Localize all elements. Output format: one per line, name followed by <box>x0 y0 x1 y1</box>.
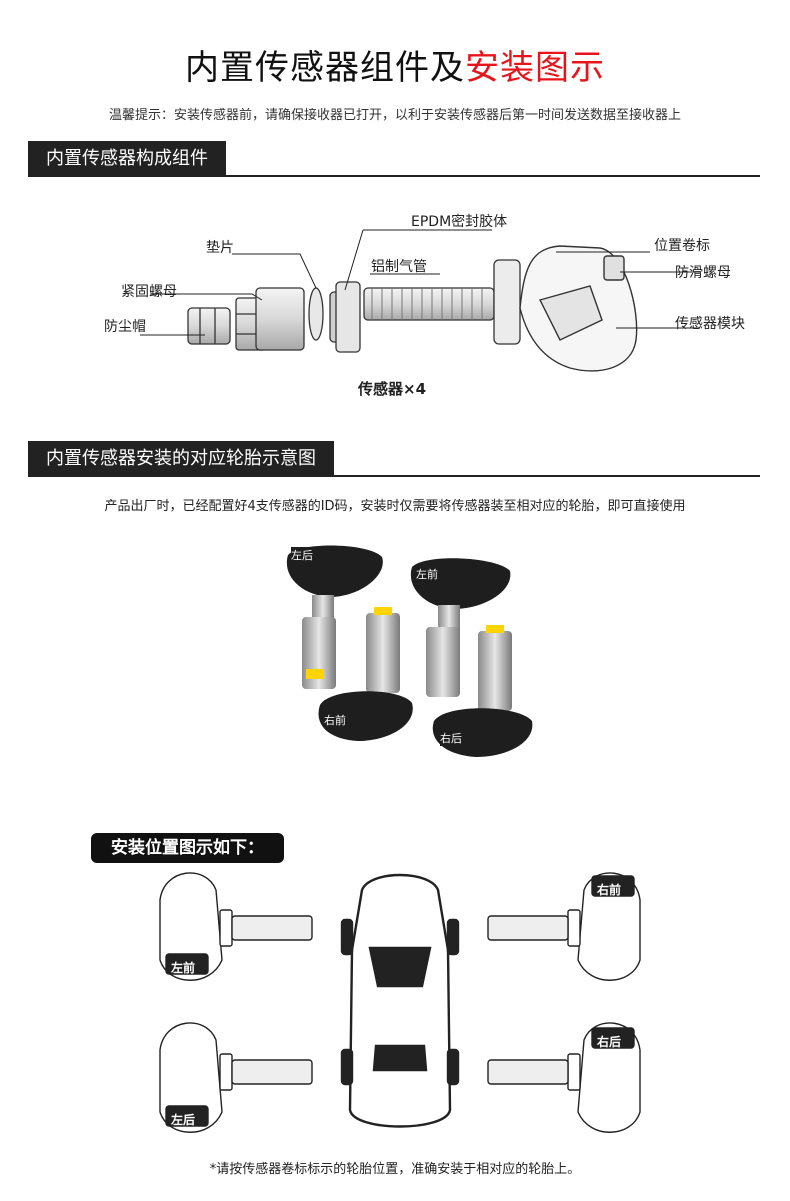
sensor-module-part <box>519 245 638 372</box>
sensor-tag-right-rear: 右后 <box>440 730 462 746</box>
title-highlight: 安装图示 <box>465 48 605 88</box>
epdm-seal-part <box>329 281 361 353</box>
position-tag-left-rear: 左后 <box>171 1113 196 1127</box>
diagram-sensor-right-rear <box>487 1022 641 1133</box>
install-position-heading: 安装位置图示如下： <box>91 833 284 863</box>
gasket-part <box>308 287 324 341</box>
section-divider <box>28 175 760 177</box>
exploded-sensor-diagram <box>140 229 700 372</box>
sensor-tag-left-front: 左前 <box>416 566 438 582</box>
car-topview <box>340 873 460 1128</box>
label-anti-slip-nut: 防滑螺母 <box>675 265 731 281</box>
label-sensor-module: 传感器模块 <box>675 316 745 332</box>
position-tag-right-front: 右前 <box>597 883 622 897</box>
sensor-caption: 传感器×4 <box>358 380 427 398</box>
position-tag-left-front: 左前 <box>171 961 196 975</box>
label-position-tag: 位置卷标 <box>654 238 710 254</box>
section-divider <box>28 475 760 477</box>
section-heading-tire-mapping: 内置传感器安装的对应轮胎示意图 <box>28 441 334 477</box>
label-fixing-nut: 紧固螺母 <box>121 284 177 300</box>
position-tag-right-rear: 右后 <box>597 1035 622 1049</box>
leader-lines <box>140 229 700 336</box>
valve-stem-part <box>363 259 521 345</box>
sensor-right-front <box>318 607 413 741</box>
diagram-sensor-left-front <box>159 872 313 981</box>
label-dust-cap: 防尘帽 <box>104 319 146 335</box>
dust-cap-part <box>187 307 231 345</box>
diagram-sensor-right-front <box>487 872 641 981</box>
diagram-sensor-left-rear <box>159 1022 313 1133</box>
long-nut-part <box>255 287 305 351</box>
install-position-diagram <box>159 872 641 1133</box>
label-valve-stem: 铝制气管 <box>371 259 427 275</box>
label-epdm-seal: EPDM密封胶体 <box>411 214 508 230</box>
four-sensors-photo <box>286 545 533 757</box>
factory-id-note: 产品出厂时，已经配置好4支传感器的ID码，安装时仅需要将传感器装至相对应的轮胎，… <box>104 499 686 514</box>
section-heading-components: 内置传感器构成组件 <box>28 141 226 177</box>
install-footnote: *请按传感器卷标标示的轮胎位置，准确安装于相对应的轮胎上。 <box>209 1162 581 1177</box>
sensor-tag-left-rear: 左后 <box>291 547 313 563</box>
install-tip: 温馨提示：安装传感器前，请确保接收器已打开，以利于安装传感器后第一时间发送数据至… <box>108 108 681 123</box>
sensor-tag-right-front: 右前 <box>324 712 346 728</box>
title-main: 内置传感器组件及 <box>185 48 465 88</box>
page-title: 内置传感器组件及安装图示 <box>0 40 790 89</box>
label-gasket: 垫片 <box>206 240 234 256</box>
